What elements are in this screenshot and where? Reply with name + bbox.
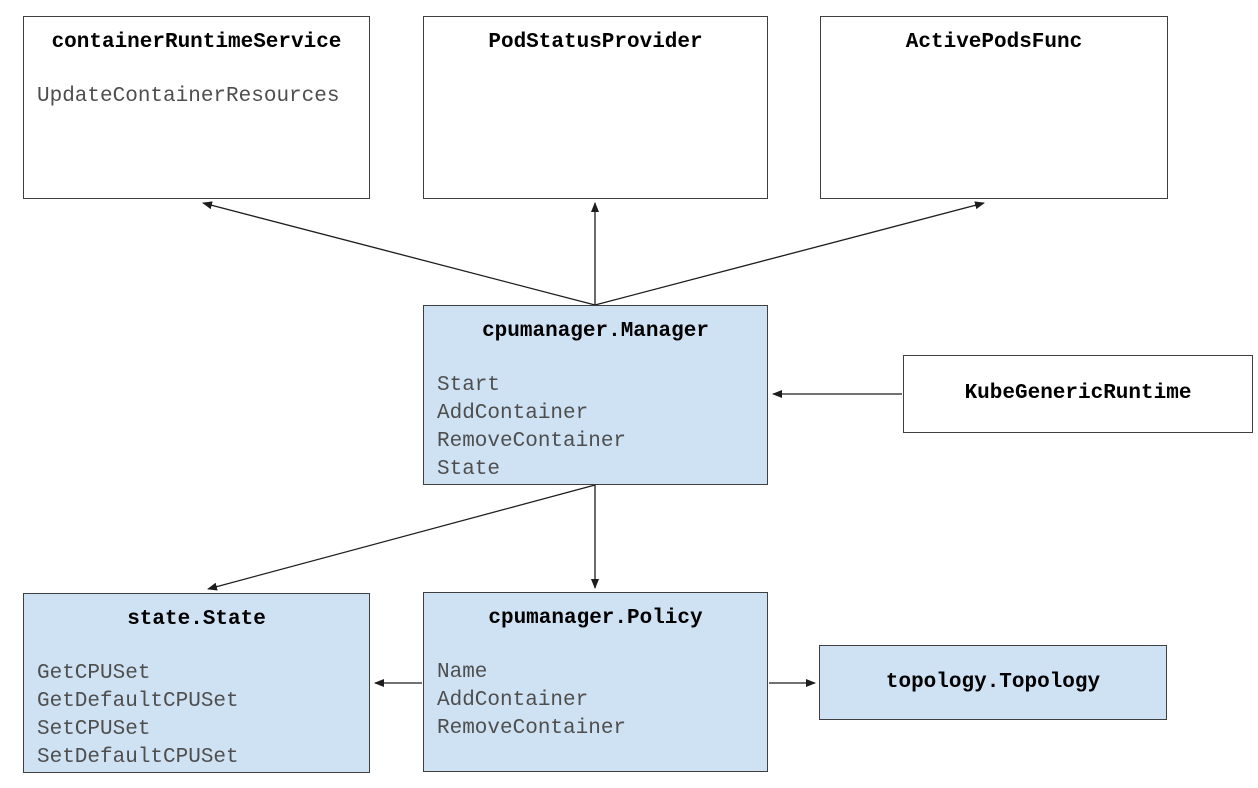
method-label: AddContainer	[437, 689, 589, 712]
box-container-runtime-service: containerRuntimeService UpdateContainerR…	[23, 16, 370, 199]
method-label: RemoveContainer	[437, 430, 627, 453]
method-label: SetCPUSet	[37, 718, 151, 741]
box-methods: Start AddContainer RemoveContainer State	[437, 372, 754, 484]
method-label: AddContainer	[437, 402, 589, 425]
box-active-pods-func: ActivePodsFunc	[820, 16, 1168, 199]
box-title: PodStatusProvider	[488, 31, 703, 54]
box-topology-topology: topology.Topology	[819, 645, 1167, 720]
box-title: ActivePodsFunc	[905, 31, 1083, 54]
method-label: UpdateContainerResources	[37, 85, 340, 108]
box-title: KubeGenericRuntime	[964, 382, 1192, 405]
method-label: GetCPUSet	[37, 662, 151, 685]
box-cpumanager-manager: cpumanager.Manager Start AddContainer Re…	[423, 305, 768, 485]
method-label: Name	[437, 661, 488, 684]
box-kube-generic-runtime: KubeGenericRuntime	[903, 355, 1253, 433]
box-methods: GetCPUSet GetDefaultCPUSet SetCPUSet Set…	[37, 660, 356, 772]
method-label: GetDefaultCPUSet	[37, 690, 239, 713]
method-label: RemoveContainer	[437, 717, 627, 740]
arrow-manager-to-active-pods-func	[594, 201, 985, 306]
box-cpumanager-policy: cpumanager.Policy Name AddContainer Remo…	[423, 592, 768, 772]
method-label: State	[437, 458, 501, 481]
box-title: state.State	[127, 608, 266, 631]
box-methods: UpdateContainerResources	[37, 83, 356, 111]
box-methods: Name AddContainer RemoveContainer	[437, 659, 754, 743]
method-label: Start	[437, 374, 501, 397]
arrow-manager-to-container-runtime-service	[202, 201, 596, 306]
box-title: topology.Topology	[885, 670, 1101, 694]
box-pod-status-provider: PodStatusProvider	[423, 16, 768, 199]
box-title: cpumanager.Manager	[482, 320, 709, 343]
arrow-manager-to-state-state	[207, 484, 596, 591]
box-title: containerRuntimeService	[51, 31, 342, 54]
box-state-state: state.State GetCPUSet GetDefaultCPUSet S…	[23, 593, 370, 773]
box-title: cpumanager.Policy	[488, 607, 703, 630]
method-label: SetDefaultCPUSet	[37, 746, 239, 769]
